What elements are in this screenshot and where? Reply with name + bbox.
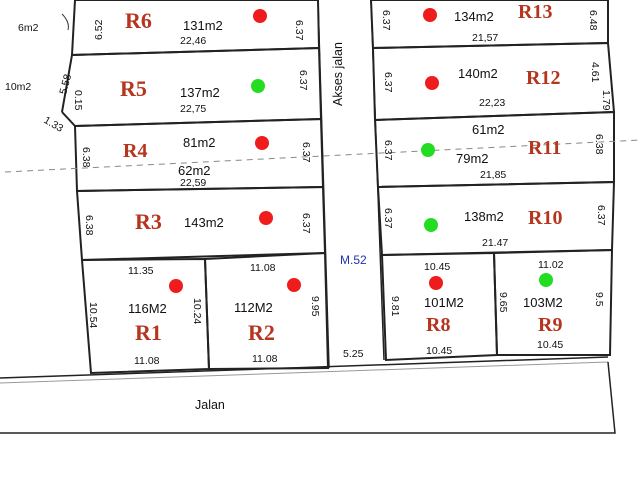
lot-R12-area: 140m2 — [458, 66, 498, 81]
lot-R13-area: 134m2 — [454, 9, 494, 24]
lot-R13-left: 6.37 — [380, 10, 392, 31]
lot-R10-status-dot — [424, 218, 438, 232]
lot-R3-area: 143m2 — [184, 215, 224, 230]
lot-R13-label: R13 — [518, 1, 552, 23]
lot-R2-status-dot — [287, 278, 301, 292]
left-dim-b: 5.58 — [57, 73, 74, 96]
lot-R13-right: 6.48 — [587, 10, 599, 31]
lot-R11-left: 6.37 — [382, 140, 394, 161]
left-dim-c: 0.15 — [72, 90, 84, 111]
lot-R13-width: 21,57 — [472, 32, 498, 44]
lot-R1-label: R1 — [135, 320, 162, 345]
lot-R9-label: R9 — [538, 314, 562, 336]
lot-R12-label: R12 — [526, 67, 560, 89]
lot-R8-status-dot — [429, 276, 443, 290]
lot-R10-right: 6.37 — [595, 205, 607, 226]
lot-R5-label: R5 — [120, 76, 147, 101]
road-edge-bottom — [0, 361, 616, 434]
access-road-label: Akses jalan — [331, 42, 345, 106]
dashed-cut-line — [4, 139, 640, 173]
lot-R5-right: 6.37 — [297, 70, 309, 91]
lot-R6-width: 22,46 — [180, 35, 206, 47]
lot-R4-right: 6.37 — [300, 142, 312, 163]
lot-R8-bottom: 10.45 — [426, 345, 452, 357]
lot-R10-label: R10 — [528, 207, 562, 229]
lot-R1-status-dot — [169, 279, 183, 293]
lot-R11-right: 6.38 — [593, 134, 605, 155]
survey-marker: M.52 — [340, 253, 367, 267]
lot-R6-label: R6 — [125, 8, 152, 33]
lot-R4-label: R4 — [123, 140, 147, 162]
left-block — [61, 0, 330, 375]
lot-R4-left: 6.38 — [80, 147, 92, 168]
main-road-label: Jalan — [195, 398, 225, 412]
lot-R12-right-b: 1.79 — [600, 90, 612, 111]
lot-R6-right: 6.37 — [293, 20, 305, 41]
lot-R12-width: 22,23 — [479, 97, 505, 109]
lot-R8-top: 10.45 — [424, 261, 450, 273]
lot-R1-left: 10.54 — [87, 302, 99, 328]
road-edge-top-2 — [0, 361, 609, 384]
lot-R2-top: 11.08 — [250, 262, 276, 274]
lot-R12-status-dot — [425, 76, 439, 90]
lot-R11-area-b: 79m2 — [456, 151, 489, 166]
right-block — [369, 0, 616, 362]
road-width: 5.25 — [343, 348, 364, 360]
lot-R5-area: 137m2 — [180, 85, 220, 100]
lot-R13-status-dot — [423, 8, 437, 22]
lot-R3-right: 6.37 — [300, 213, 312, 234]
left-edge-stub — [61, 111, 76, 127]
lot-R4-status-dot — [255, 136, 269, 150]
lot-R12-left: 6.37 — [382, 72, 394, 93]
lot-R10-area: 138m2 — [464, 209, 504, 224]
left-dim-d: 1.33 — [42, 114, 66, 135]
lot-R2-bottom: 11.08 — [252, 353, 278, 365]
left-dim-a: 6.52 — [93, 19, 105, 40]
lot-R9-bottom: 10.45 — [537, 339, 563, 351]
lot-R9-area: 103M2 — [523, 295, 563, 310]
lot-R4-area: 81m2 — [183, 135, 216, 150]
lot-R3-label: R3 — [135, 209, 162, 234]
lot-R9-status-dot — [539, 273, 553, 287]
lot-R9-top: 11.02 — [538, 259, 564, 271]
lot-R2-area: 112M2 — [234, 300, 273, 315]
lot-R9-right: 9.5 — [593, 292, 605, 307]
lot-R8-label: R8 — [426, 314, 450, 336]
lot-R2-label: R2 — [248, 320, 275, 345]
lot-R11-status-dot — [421, 143, 435, 157]
lot-R3-left: 6.38 — [83, 215, 95, 236]
lot-R2-outline — [203, 251, 330, 371]
lot-R6-area: 131m2 — [183, 18, 223, 33]
lot-R5-width: 22,75 — [180, 103, 206, 115]
lot-R4-area-b: 62m2 — [178, 163, 211, 178]
left-area-mid: 10m2 — [5, 81, 31, 93]
lot-R5-status-dot — [251, 79, 265, 93]
lot-R3-status-dot — [259, 211, 273, 225]
lot-R6-status-dot — [253, 9, 267, 23]
lot-R11-label: R11 — [528, 137, 561, 159]
lot-R2-right: 9.95 — [309, 296, 321, 317]
lot-R10-width: 21.47 — [482, 237, 508, 249]
lot-R4-width: 22,59 — [180, 177, 206, 189]
lot-R1-right: 10.24 — [191, 298, 203, 324]
lot-R1-top: 11.35 — [128, 265, 154, 277]
lot-R12-right: 4.61 — [589, 62, 601, 83]
lot-R1-bottom: 11.08 — [134, 355, 160, 367]
lot-R9-left: 9.65 — [497, 292, 509, 313]
lot-R1-area: 116M2 — [128, 301, 167, 316]
lot-R10-left: 6.37 — [382, 208, 394, 229]
left-area-top: 6m2 — [18, 22, 39, 34]
lot-R11-width: 21,85 — [480, 169, 506, 181]
lot-R8-left: 9.81 — [389, 296, 401, 317]
lot-R8-area: 101M2 — [424, 295, 464, 310]
lot-R11-area: 61m2 — [472, 122, 505, 137]
arrow-icon — [61, 13, 69, 31]
lot-R9-outline — [492, 248, 614, 356]
